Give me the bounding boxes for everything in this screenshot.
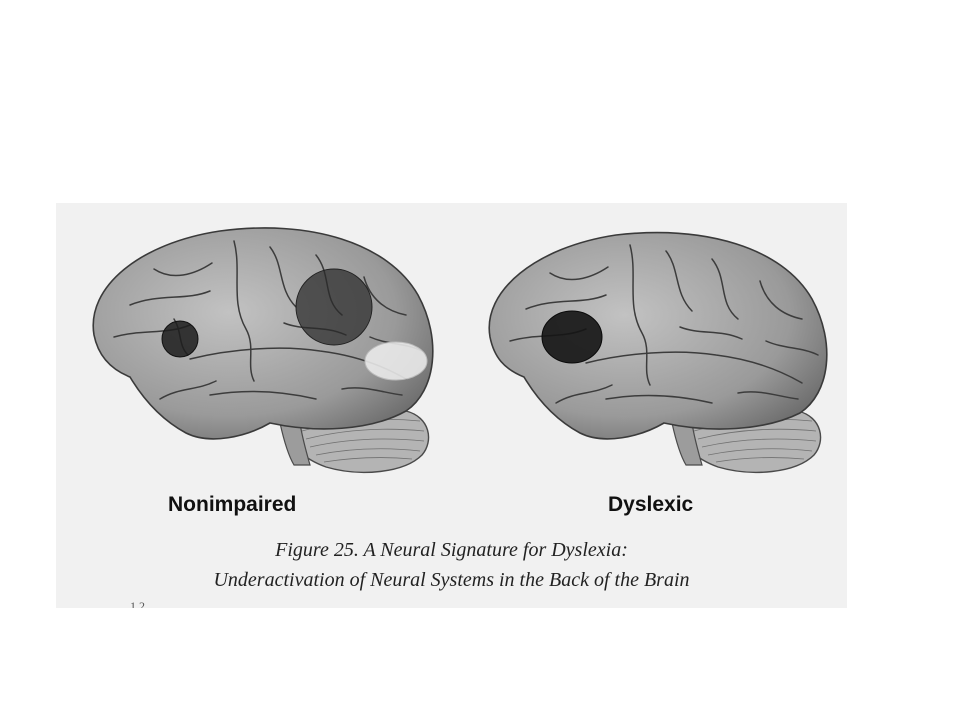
activation-region-frontal bbox=[161, 320, 199, 358]
cerebrum bbox=[488, 231, 828, 440]
activation-region-frontal bbox=[541, 310, 603, 364]
activation-region-occipital-temporal bbox=[364, 341, 428, 381]
figure-caption-line-1: Figure 25. A Neural Signature for Dyslex… bbox=[275, 539, 628, 561]
cropped-text-fragment: ... 1 2 ... bbox=[118, 599, 157, 608]
figure-caption-line-2: Underactivation of Neural Systems in the… bbox=[213, 569, 690, 591]
cerebrum bbox=[92, 227, 434, 440]
brain-illustration-nonimpaired bbox=[92, 227, 434, 474]
activation-region-parietal-temporal bbox=[295, 268, 373, 346]
brainstem bbox=[671, 422, 703, 466]
figure-panel: Nonimpaired Dyslexic Figure 25. A Neural… bbox=[56, 203, 847, 608]
brainstem bbox=[279, 422, 311, 466]
brain-illustration-dyslexic bbox=[488, 231, 828, 474]
label-nonimpaired: Nonimpaired bbox=[168, 493, 297, 516]
label-dyslexic: Dyslexic bbox=[608, 493, 694, 516]
sulci bbox=[509, 244, 819, 404]
